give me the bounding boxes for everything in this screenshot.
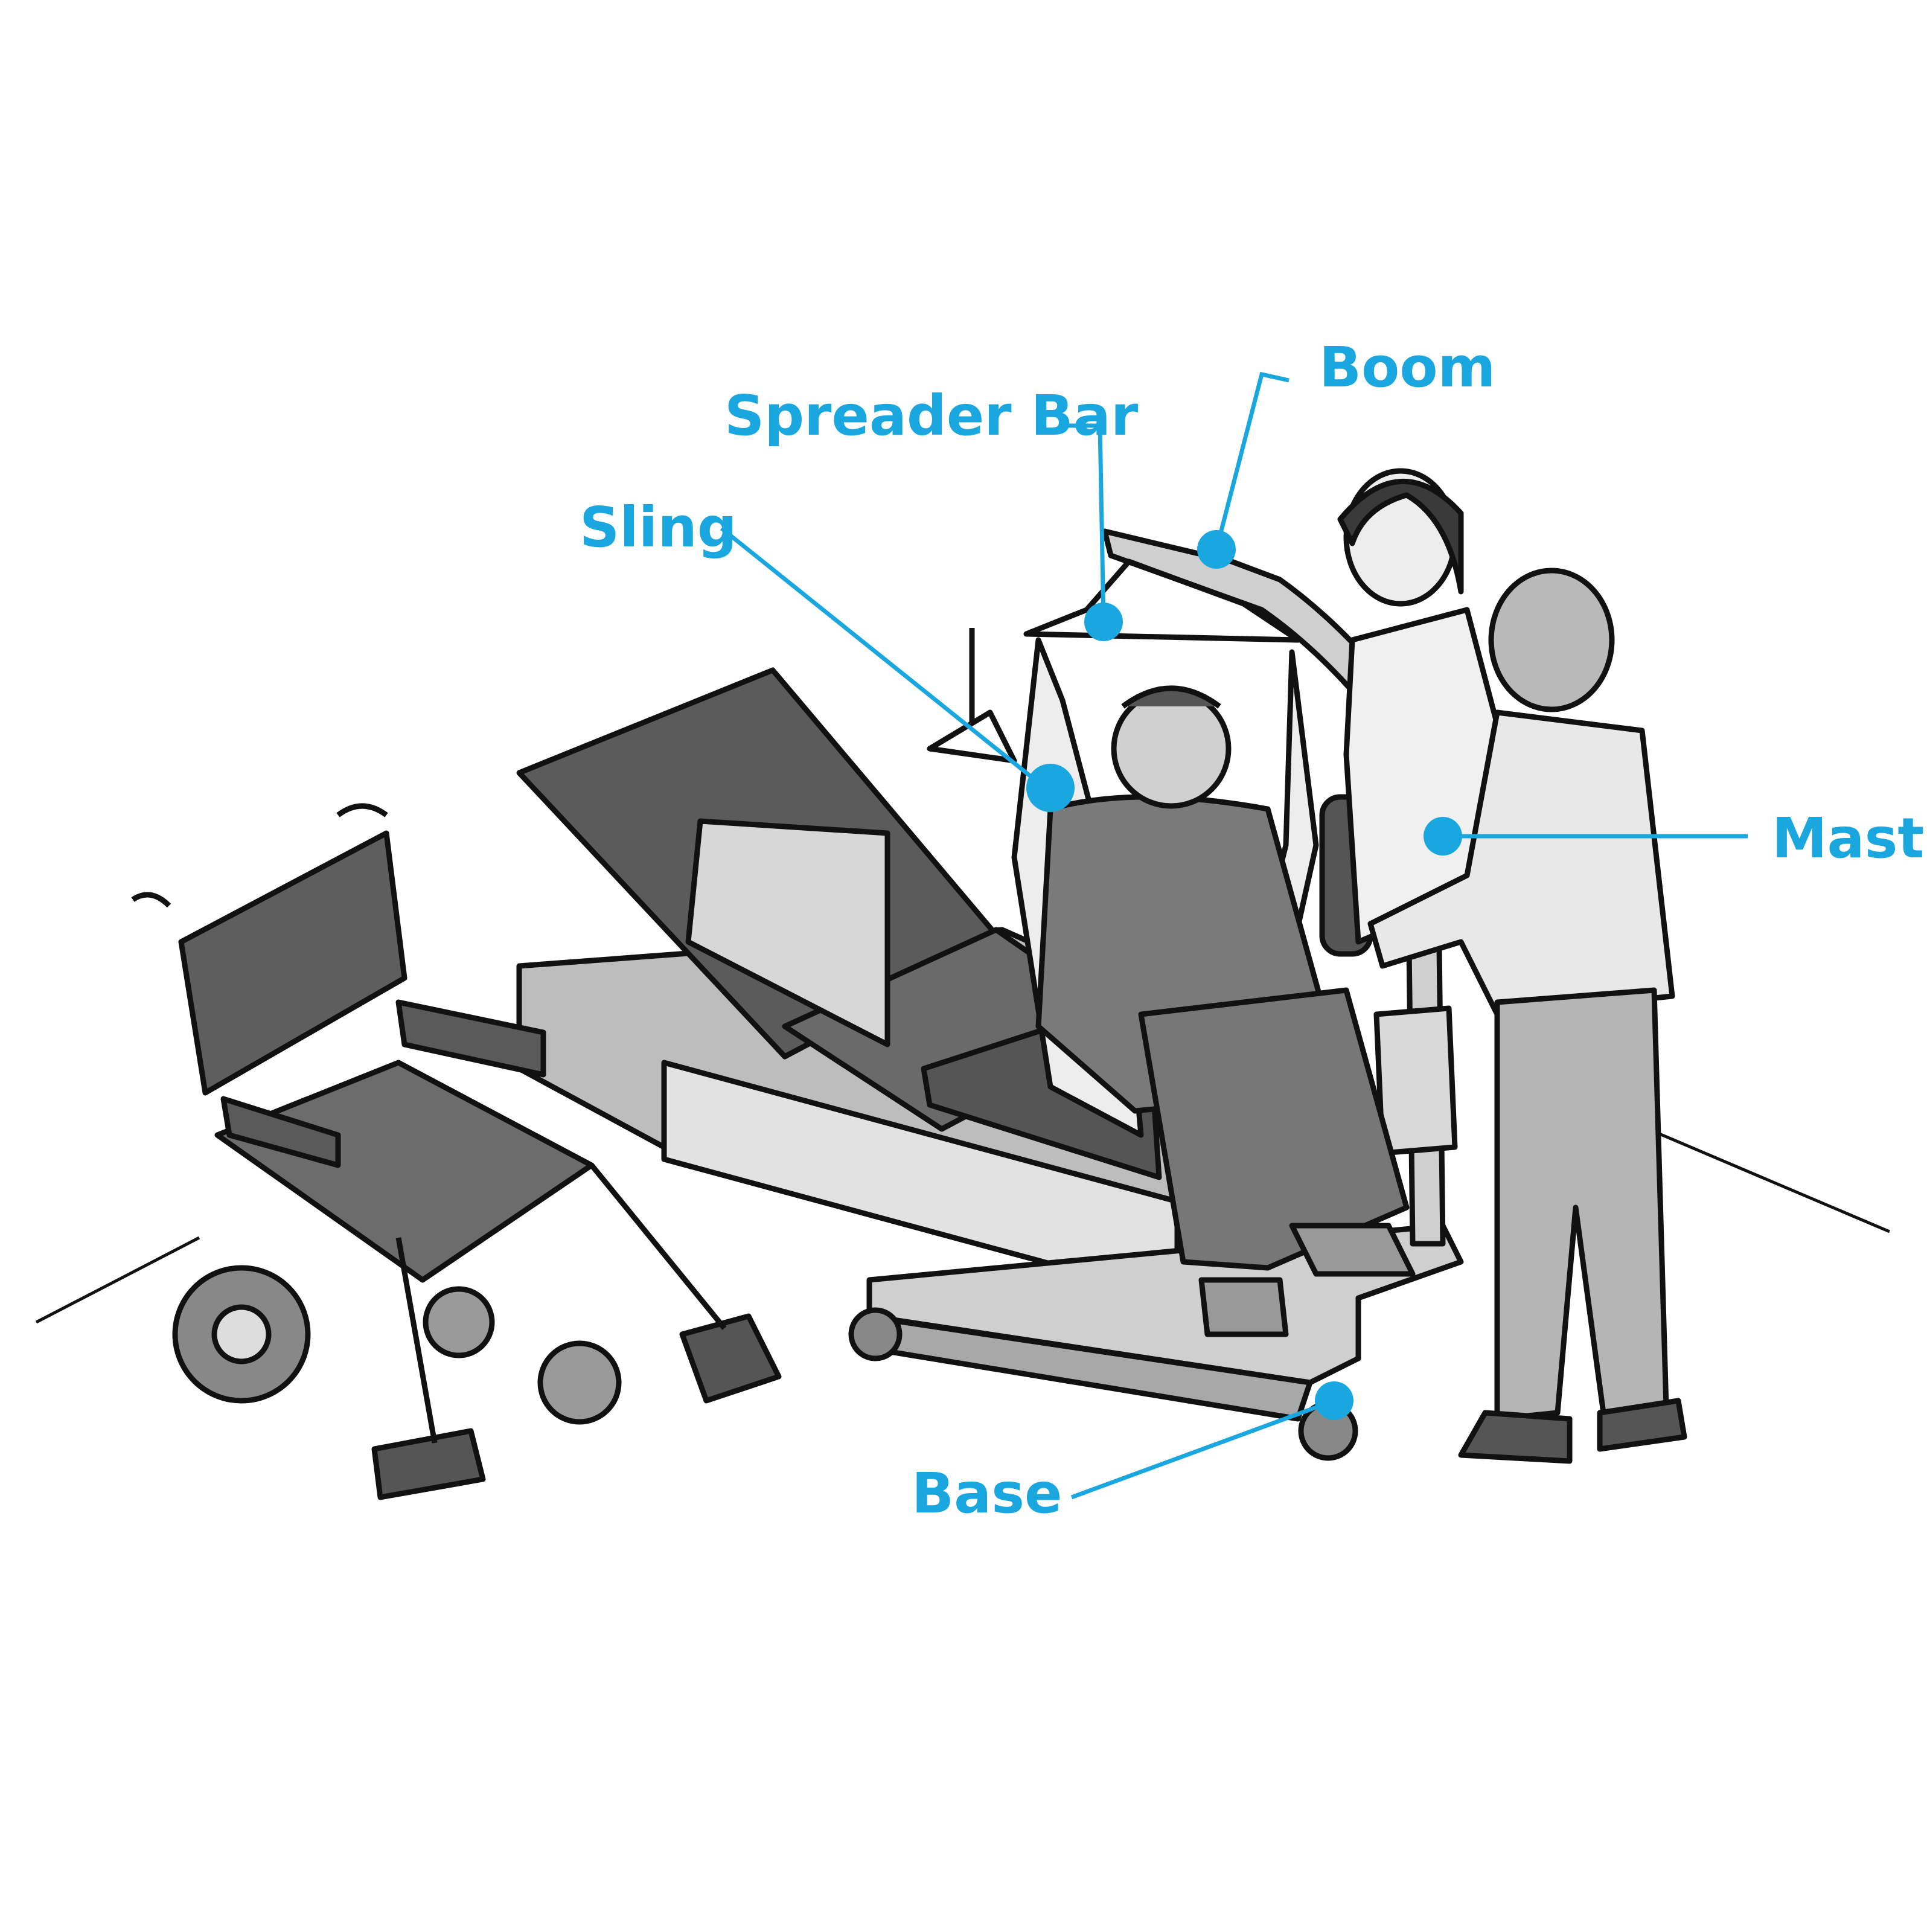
wheelchair xyxy=(131,803,782,1500)
callouts: Spreader Bar Boom Sling Mast Base xyxy=(580,335,1924,1526)
marker-dot-mast xyxy=(1424,817,1462,856)
label-sling: Sling xyxy=(580,495,737,560)
caregiver-man xyxy=(1367,568,1687,1464)
hospital-bed xyxy=(516,628,1210,1301)
marker-dot-boom xyxy=(1197,530,1236,569)
leader-line-sling xyxy=(720,526,1043,787)
leader-line-boom xyxy=(1214,371,1289,550)
callout-boom: Boom xyxy=(1197,335,1495,569)
marker-dot-sling xyxy=(1026,764,1075,812)
patient-in-sling xyxy=(1011,637,1416,1337)
callout-sling: Sling xyxy=(580,495,1075,812)
callout-base: Base xyxy=(912,1381,1353,1526)
marker-dot-spreader-bar xyxy=(1084,603,1123,641)
leader-line-spreader-bar xyxy=(1069,423,1106,622)
callout-spreader-bar: Spreader Bar xyxy=(724,383,1139,641)
callout-mast: Mast xyxy=(1424,806,1924,871)
label-spreader-bar: Spreader Bar xyxy=(724,383,1139,448)
marker-dot-base xyxy=(1315,1381,1353,1420)
caregiver-woman xyxy=(1337,468,1500,945)
label-mast: Mast xyxy=(1772,806,1924,871)
label-base: Base xyxy=(912,1461,1062,1526)
leader-line-base xyxy=(1070,1398,1335,1500)
label-boom: Boom xyxy=(1319,335,1495,400)
floor-lines xyxy=(35,1127,1890,1324)
